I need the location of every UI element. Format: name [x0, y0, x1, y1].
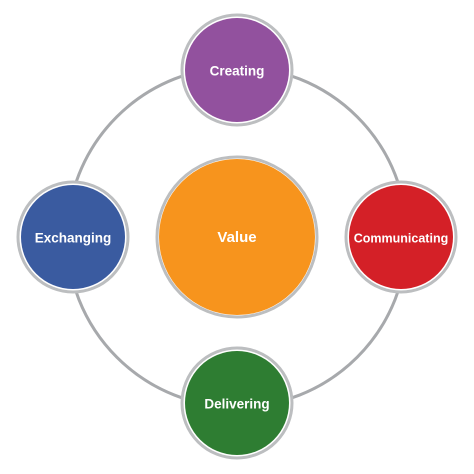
node-creating-label: Creating [210, 64, 265, 79]
center-node-value: Value [155, 155, 319, 319]
node-communicating-circle [349, 185, 453, 289]
center-node-circle [159, 159, 315, 315]
center-node-label: Value [217, 229, 256, 246]
node-creating: Creating [180, 13, 294, 127]
node-exchanging: Exchanging [16, 180, 130, 294]
node-communicating-label: Communicating [354, 231, 448, 245]
node-creating-circle [185, 18, 289, 122]
node-delivering-label: Delivering [204, 397, 269, 412]
node-communicating: Communicating [344, 180, 458, 294]
node-exchanging-circle [21, 185, 125, 289]
node-delivering: Delivering [180, 346, 294, 460]
center-node-outline [155, 155, 319, 319]
node-delivering-circle [185, 351, 289, 455]
node-exchanging-label: Exchanging [35, 231, 112, 246]
